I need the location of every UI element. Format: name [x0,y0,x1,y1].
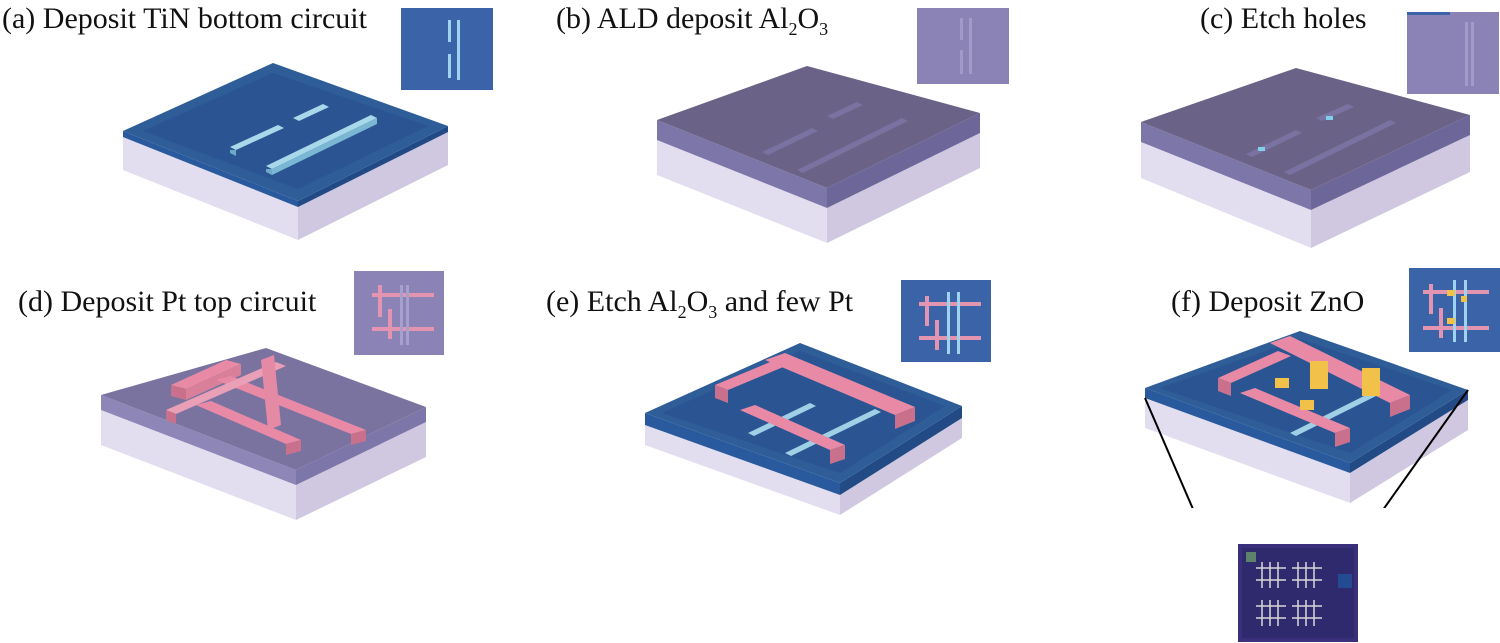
caption-e-sub2: 3 [708,302,718,322]
caption-b-sub2: 3 [819,19,829,39]
chip-c [1141,68,1470,248]
device-photo [1238,544,1358,642]
inset-f [1409,268,1500,352]
chip-f [1144,331,1469,508]
caption-e-post: and few Pt [717,285,854,318]
zno-3 [1275,378,1289,388]
caption-f: (f) Deposit ZnO [1171,285,1365,318]
inset-c [1407,12,1499,94]
caption-e: (e) Etch Al2O3 and few Pt [546,285,854,322]
zno-1 [1310,361,1328,389]
chip-a [123,63,448,240]
hole-1 [1326,116,1333,120]
inset-d [354,271,444,355]
caption-b-sub1: 2 [788,19,798,39]
caption-d: (d) Deposit Pt top circuit [18,285,317,318]
caption-b-mid: O [797,2,820,35]
zno-2 [1362,368,1380,396]
chip-b [657,66,980,243]
hole-2 [1258,147,1265,151]
caption-e-sub1: 2 [677,302,687,322]
inset-b [917,8,1009,84]
caption-b: (b) ALD deposit Al2O3 [556,2,829,39]
caption-a: (a) Deposit TiN bottom circuit [2,2,367,35]
tin-line-2 [230,125,284,150]
tin-line-3 [266,115,377,169]
chip-d [101,348,426,520]
caption-e-mid: O [686,285,709,318]
pt-bars [166,355,366,455]
inset-e [901,280,991,362]
inset-a [401,8,493,90]
caption-b-pre: (b) ALD deposit Al [556,2,789,35]
caption-c: (c) Etch holes [1200,2,1367,35]
caption-e-pre: (e) Etch Al [546,285,678,318]
chip-e [645,343,962,515]
zno-4 [1300,400,1314,410]
tin-line-1 [293,104,329,121]
